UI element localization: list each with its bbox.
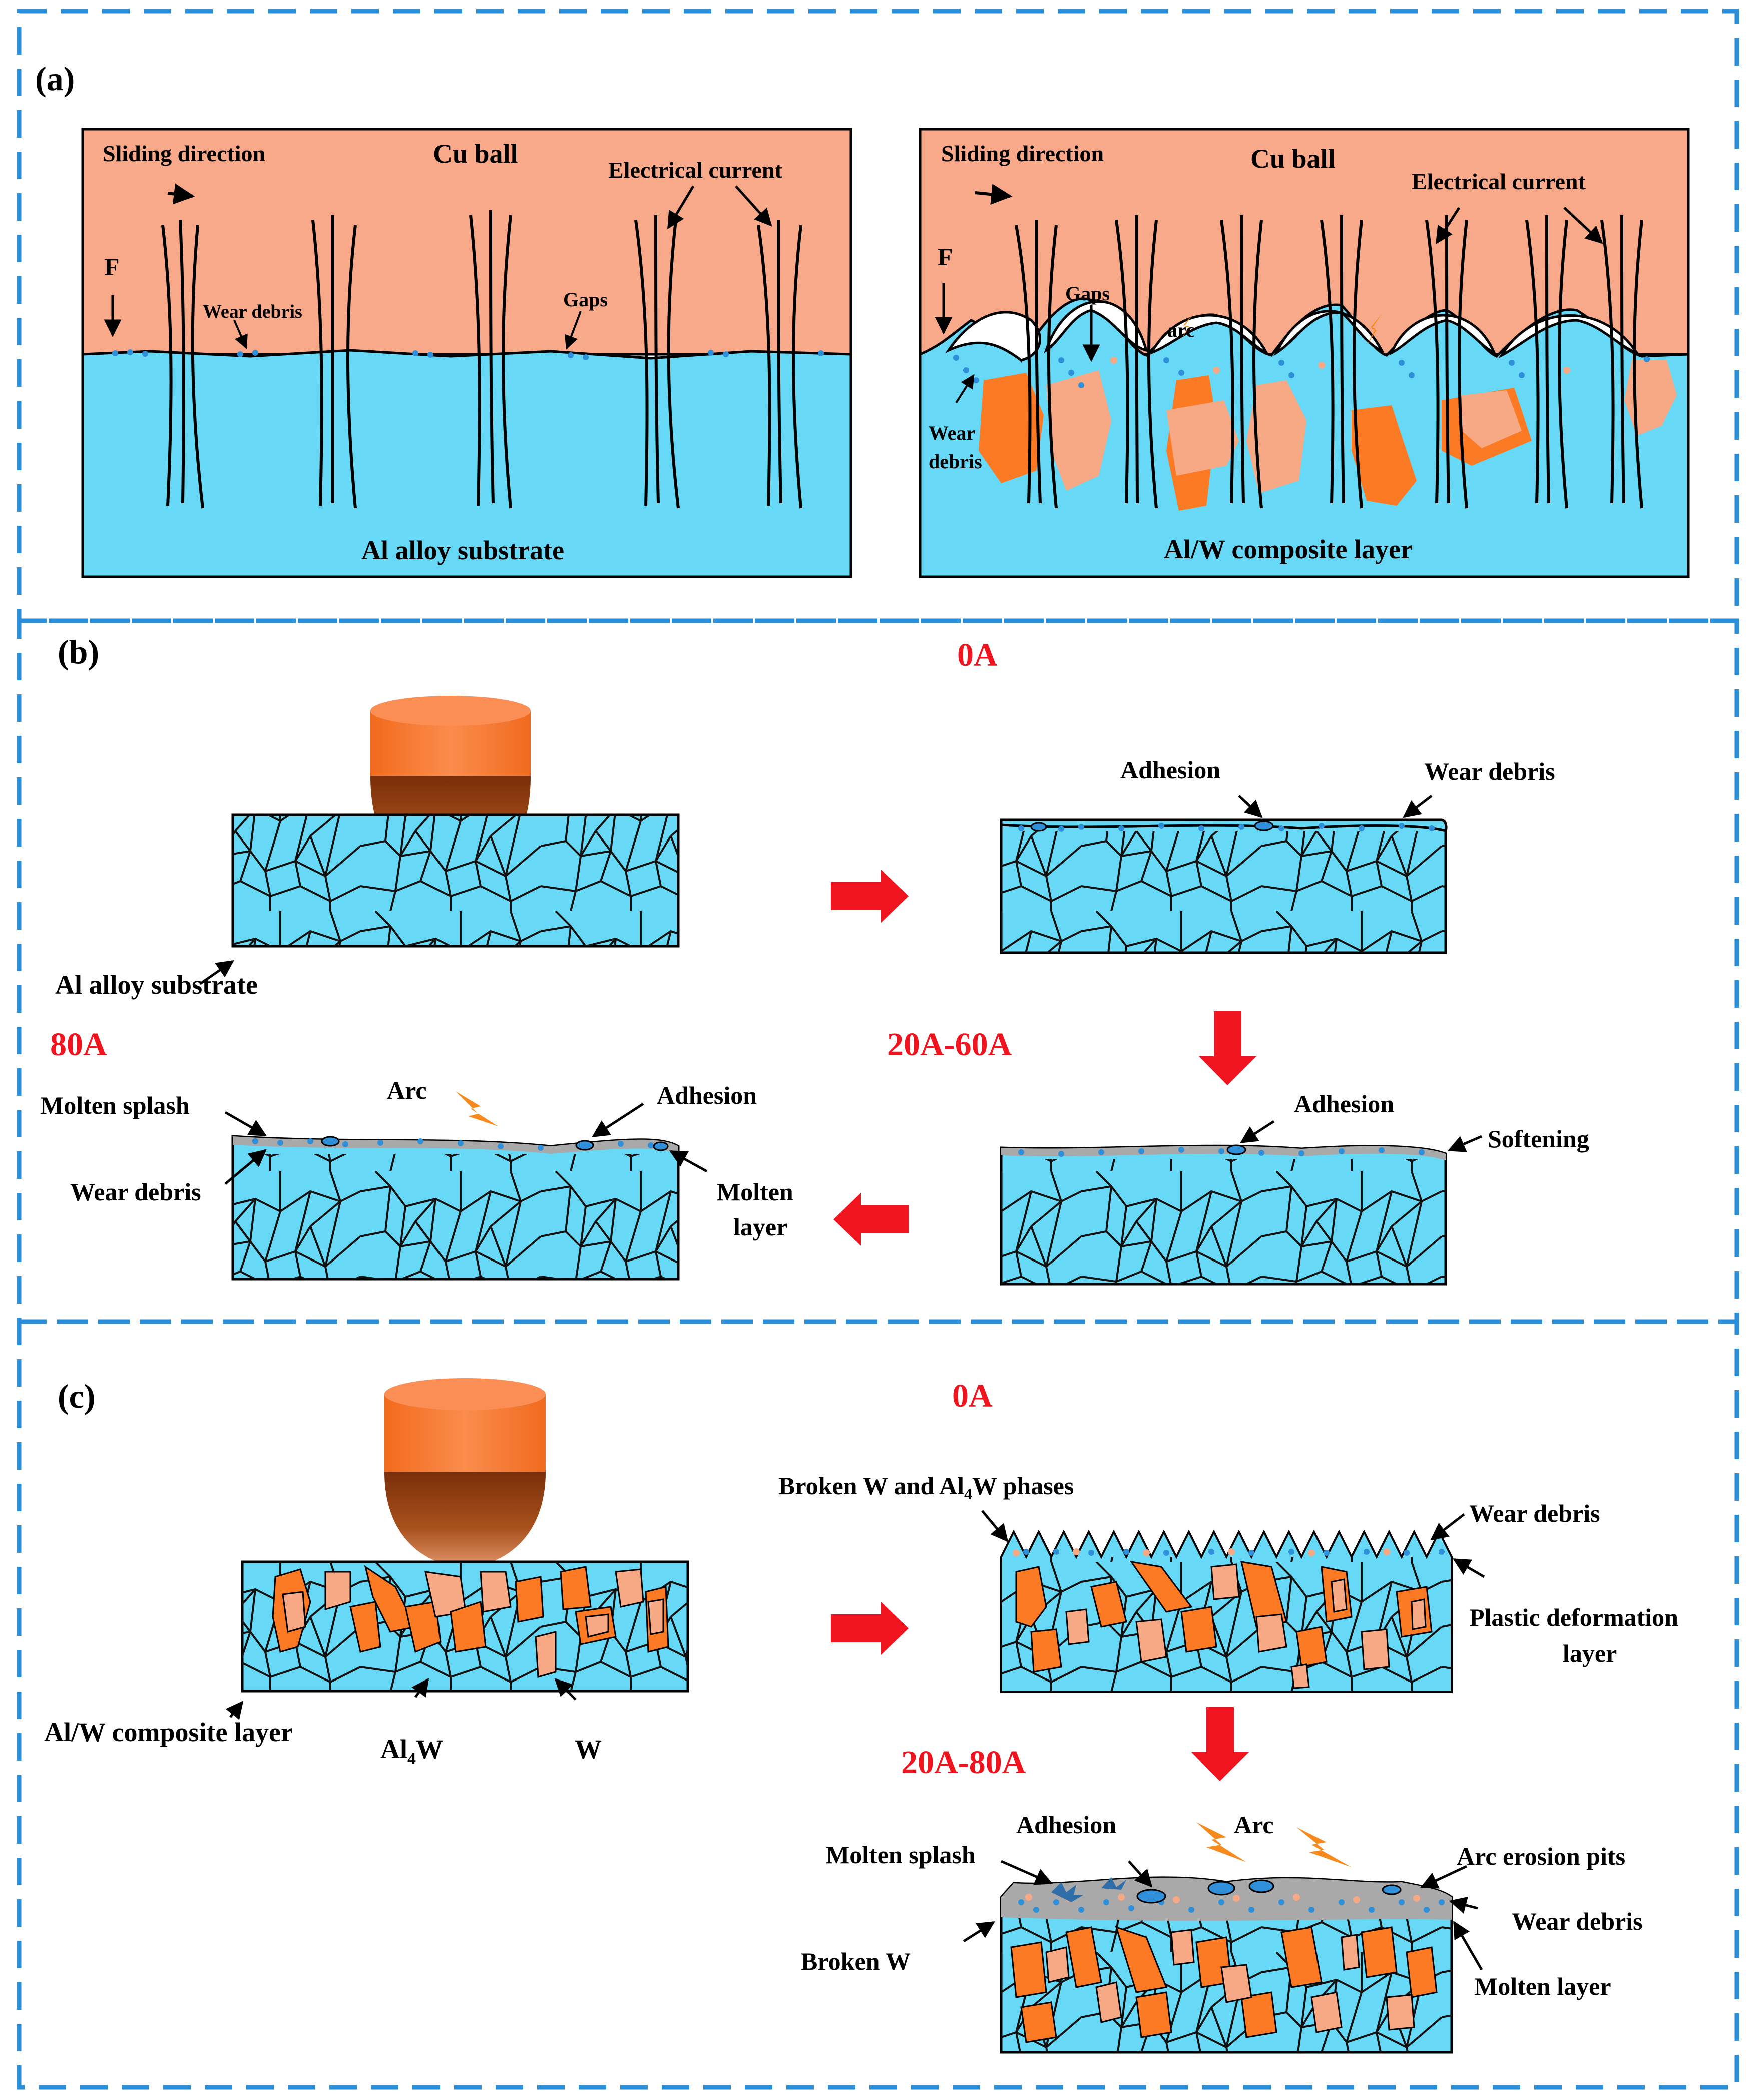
b-block-high xyxy=(231,1135,680,1281)
a-right-arc: arc xyxy=(1167,319,1195,341)
c-composite-label: Al/W composite layer xyxy=(44,1717,293,1747)
a-right-debris: debris xyxy=(929,450,982,473)
c-0a-plastic-1: Plastic deformation xyxy=(1469,1603,1678,1631)
b-current-0: 0A xyxy=(957,637,998,673)
c-block-initial xyxy=(241,1560,689,1693)
b-high-wear-debris: Wear debris xyxy=(70,1178,201,1206)
c-high-broken-w: Broken W xyxy=(801,1947,911,1975)
a-right-substrate: Al/W composite layer xyxy=(1164,534,1413,564)
c-0a-wear-debris: Wear debris xyxy=(1469,1499,1600,1527)
a-left-current: Electrical current xyxy=(608,157,783,183)
ball-c xyxy=(384,1378,546,1567)
c-0a-broken: Broken W and Al4W phases xyxy=(778,1472,1074,1503)
a-left-force: F xyxy=(104,253,120,281)
b-high-molten: Molten xyxy=(717,1178,793,1206)
b-high-arc: Arc xyxy=(387,1076,427,1104)
c-current-0: 0A xyxy=(952,1378,993,1414)
a-left-sliding: Sliding direction xyxy=(103,141,265,166)
b-substrate-label: Al alloy substrate xyxy=(55,970,258,1000)
panel-a-label: (a) xyxy=(35,60,75,98)
c-arc-icon-1 xyxy=(1196,1822,1246,1862)
a-right-ball: Cu ball xyxy=(1250,144,1336,174)
c-high-splash: Molten splash xyxy=(826,1841,976,1869)
a-right-sliding: Sliding direction xyxy=(941,141,1104,166)
c-arrow-right xyxy=(831,1602,909,1655)
b-block-mid xyxy=(1000,1144,1447,1286)
c-high-arc-pits: Arc erosion pits xyxy=(1457,1842,1625,1870)
b-current-mid: 20A-60A xyxy=(887,1026,1012,1063)
b-mid-adhesion: Adhesion xyxy=(1294,1090,1394,1118)
panel-b-label: (b) xyxy=(58,633,99,671)
c-arrow-down xyxy=(1191,1707,1249,1781)
panel-borders xyxy=(17,9,1739,2090)
b-block-0a xyxy=(1000,818,1448,954)
panel-c-label: (c) xyxy=(58,1377,95,1415)
b-arrow-left xyxy=(833,1193,909,1246)
c-w-label: W xyxy=(575,1734,602,1764)
c-block-0a xyxy=(1000,1529,1453,1693)
panel-a-right: Sliding direction Cu ball Electrical cur… xyxy=(919,128,1690,578)
a-right-wear: Wear xyxy=(929,422,975,444)
c-high-adhesion: Adhesion xyxy=(1016,1811,1116,1839)
a-right-force: F xyxy=(938,243,953,271)
b-mid-softening: Softening xyxy=(1488,1125,1589,1153)
a-left-ball: Cu ball xyxy=(433,139,518,169)
c-arc-icon-2 xyxy=(1296,1827,1352,1867)
b-current-high: 80A xyxy=(50,1026,107,1063)
b-arc-icon xyxy=(456,1091,498,1126)
b-high-layer: layer xyxy=(733,1213,787,1241)
c-high-wear-debris: Wear debris xyxy=(1512,1907,1643,1935)
c-current-high: 20A-80A xyxy=(901,1744,1026,1781)
c-high-arc: Arc xyxy=(1234,1811,1274,1839)
b-0a-wear-debris: Wear debris xyxy=(1424,757,1555,785)
b-arrow-right xyxy=(831,870,909,923)
a-right-current: Electrical current xyxy=(1412,169,1586,194)
c-high-molten-layer: Molten layer xyxy=(1474,1972,1611,2000)
b-high-adhesion: Adhesion xyxy=(657,1081,757,1109)
c-block-high xyxy=(1000,1876,1453,2054)
b-0a-adhesion: Adhesion xyxy=(1120,756,1220,784)
b-block-initial xyxy=(231,813,680,948)
c-0a-plastic-2: layer xyxy=(1563,1639,1617,1667)
a-left-gaps: Gaps xyxy=(563,288,608,311)
panel-a-left: Sliding direction Cu ball Electrical cur… xyxy=(81,128,852,578)
a-left-substrate: Al alloy substrate xyxy=(361,535,564,565)
b-high-splash: Molten splash xyxy=(40,1091,190,1119)
b-arrow-down xyxy=(1199,1011,1256,1085)
a-right-gaps: Gaps xyxy=(1065,282,1110,305)
a-left-wear-debris: Wear debris xyxy=(203,301,302,322)
c-al4w-label: Al4W xyxy=(380,1734,443,1768)
